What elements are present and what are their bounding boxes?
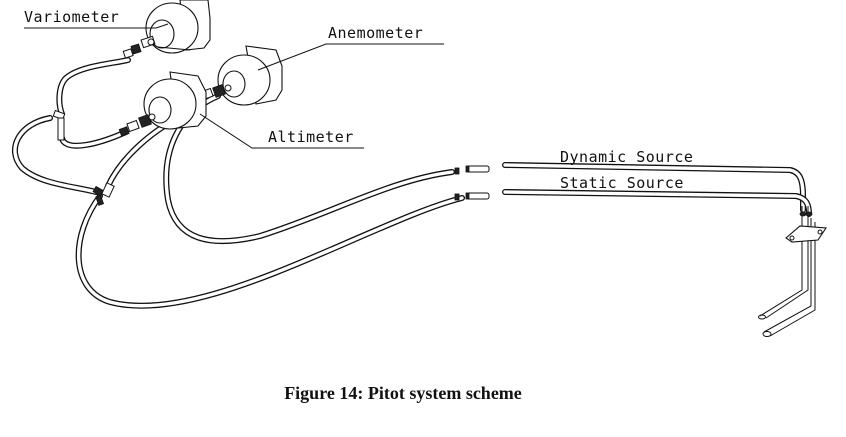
altimeter-instrument [118, 71, 207, 137]
altimeter-callout: Altimeter [199, 113, 364, 149]
altimeter-label: Altimeter [268, 128, 354, 146]
pitot-probe [758, 206, 827, 337]
anemometer-callout: Anemometer [257, 24, 444, 71]
altimeter-fitting [118, 113, 156, 137]
anemometer-label: Anemometer [328, 24, 423, 42]
probe-mount-plate [785, 225, 827, 243]
static-source-label: Static Source [560, 174, 684, 192]
tee-fittings [52, 109, 115, 206]
variometer-callout: Variometer [24, 8, 169, 29]
figure-caption: Figure 14: Pitot system scheme [284, 383, 522, 403]
variometer-instrument [122, 0, 211, 59]
static-line-tube [75, 193, 465, 309]
tubing [11, 57, 812, 309]
inline-connectors [454, 165, 490, 201]
dynamic-source-label: Dynamic Source [560, 148, 693, 166]
variometer-label: Variometer [24, 8, 119, 26]
variometer-fitting [122, 35, 156, 59]
